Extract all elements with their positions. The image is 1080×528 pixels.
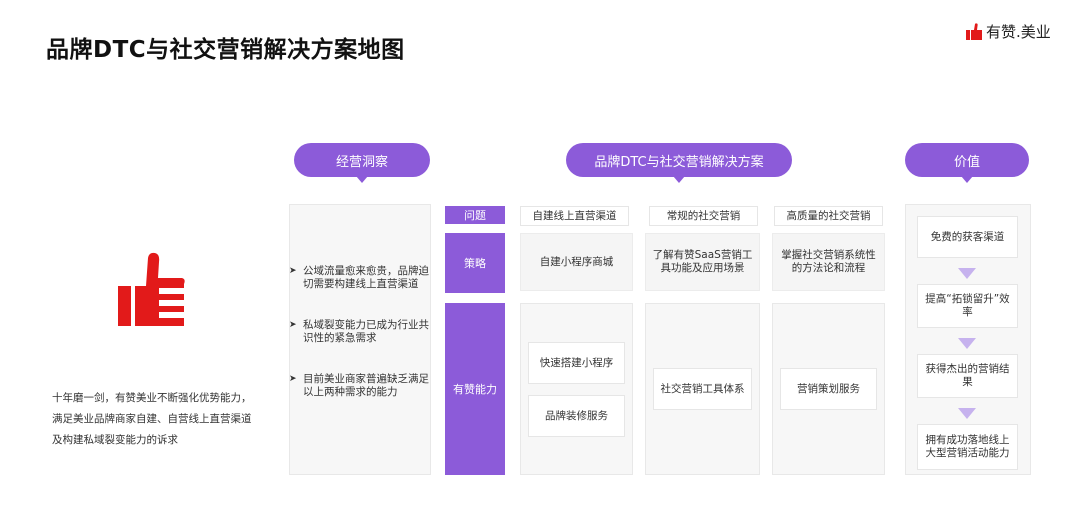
row-tag-strategy: 策略 [445, 233, 505, 293]
intro-text: 十年磨一剑，有赞美业不断强化优势能力，满足美业品牌商家自建、自营线上直营渠道及构… [52, 392, 252, 446]
value-cell: 获得杰出的营销结果 [917, 354, 1018, 398]
arrow-bullet-icon: ➤ [289, 320, 297, 330]
row-tag-problem: 问题 [445, 206, 505, 224]
section-solution-pill: 品牌DTC与社交营销解决方案 [566, 143, 792, 183]
capability-panel [520, 303, 633, 475]
insight-item: ➤ 目前美业商家普遍缺乏满足以上两种需求的能力 [289, 373, 431, 399]
problem-cell: 高质量的社交营销 [774, 206, 883, 226]
problem-cell: 自建线上直营渠道 [520, 206, 629, 226]
capability-cell: 社交营销工具体系 [653, 368, 752, 410]
insight-text: 目前美业商家普遍缺乏满足以上两种需求的能力 [303, 373, 429, 398]
value-cell: 拥有成功落地线上大型营销活动能力 [917, 424, 1018, 470]
arrow-bullet-icon: ➤ [289, 266, 297, 276]
capability-cell: 品牌装修服务 [528, 395, 625, 437]
arrow-bullet-icon: ➤ [289, 374, 297, 384]
insight-list: ➤ 公域流量愈来愈贵，品牌迫切需要构建线上直营渠道 ➤ 私域裂变能力已成为行业共… [289, 265, 431, 427]
value-cell: 免费的获客渠道 [917, 216, 1018, 258]
strategy-cell: 掌握社交营销系统性的方法论和流程 [772, 233, 885, 291]
row-tag-capability: 有赞能力 [445, 303, 505, 475]
value-cell: 提高“拓锁留升”效率 [917, 284, 1018, 328]
page-title: 品牌DTC与社交营销解决方案地图 [46, 37, 405, 63]
capability-cell: 快速搭建小程序 [528, 342, 625, 384]
logo-text: 有赞.美业 [986, 23, 1051, 41]
insight-panel [289, 204, 431, 475]
insight-item: ➤ 私域裂变能力已成为行业共识性的紧急需求 [289, 319, 431, 345]
down-chevron-icon [958, 338, 976, 349]
strategy-cell: 了解有赞SaaS营销工具功能及应用场景 [645, 233, 760, 291]
down-chevron-icon [958, 268, 976, 279]
capability-cell: 营销策划服务 [780, 368, 877, 410]
thumbs-up-icon [118, 252, 185, 326]
section-insight-pill: 经营洞察 [294, 143, 430, 183]
brand-logo: 有赞.美业 [966, 21, 1051, 42]
down-chevron-icon [958, 408, 976, 419]
thumbs-up-logo-icon [966, 22, 982, 40]
strategy-cell: 自建小程序商城 [520, 233, 633, 291]
section-value-pill: 价值 [905, 143, 1029, 183]
problem-cell: 常规的社交营销 [649, 206, 758, 226]
insight-text: 私域裂变能力已成为行业共识性的紧急需求 [303, 319, 429, 344]
insight-text: 公域流量愈来愈贵，品牌迫切需要构建线上直营渠道 [303, 265, 429, 290]
insight-item: ➤ 公域流量愈来愈贵，品牌迫切需要构建线上直营渠道 [289, 265, 431, 291]
